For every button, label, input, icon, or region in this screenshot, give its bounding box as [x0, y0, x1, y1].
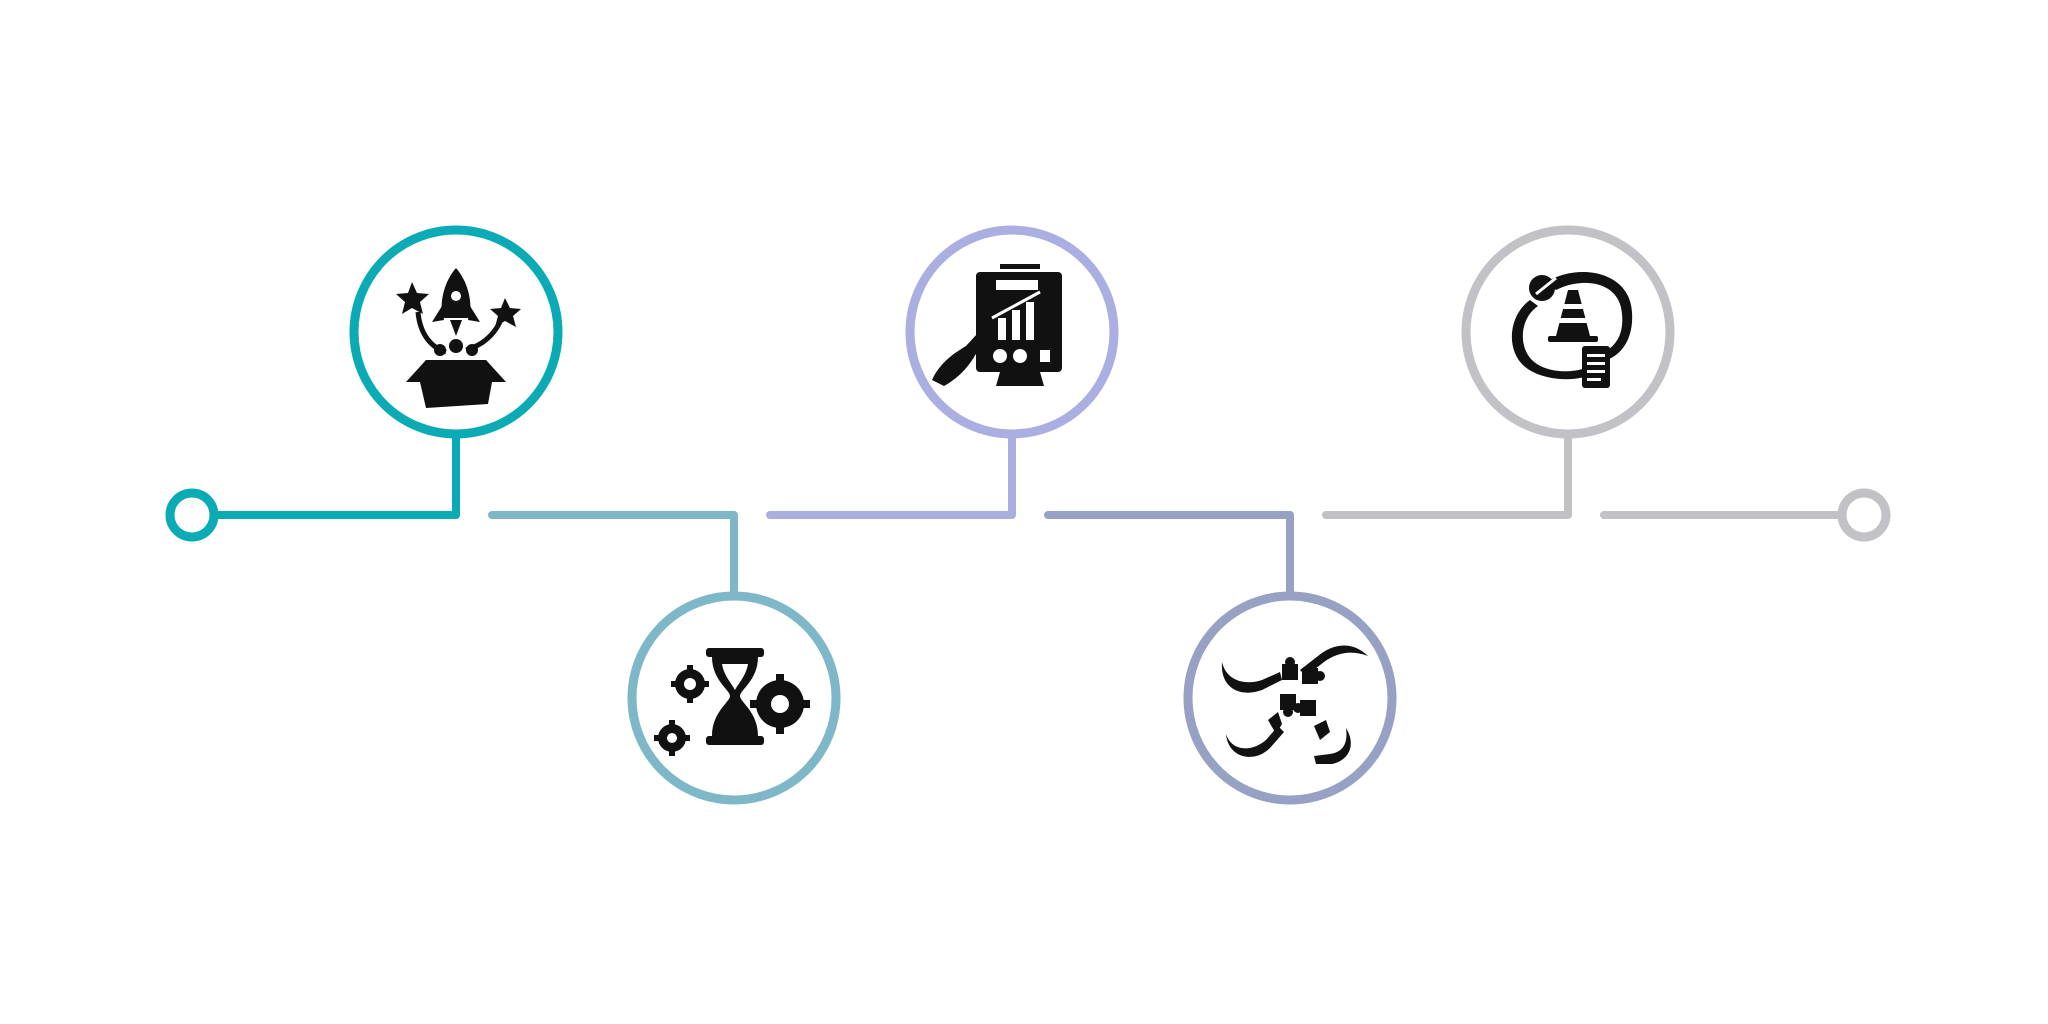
- timeline-start-node: [165, 488, 219, 542]
- step-3-connector: [766, 430, 1016, 519]
- timeline-step-5: [1322, 225, 1675, 519]
- step-1-connector: [212, 430, 460, 519]
- hands-puzzle-pieces-icon: [1221, 645, 1368, 764]
- step-5-connector: [1322, 430, 1572, 519]
- timeline-step-4: [1044, 511, 1397, 805]
- timeline-step-1: [212, 225, 563, 519]
- hourglass-gears-icon: [654, 648, 810, 756]
- step-4-connector: [1044, 511, 1294, 600]
- presentation-chart-board-icon: [932, 264, 1062, 386]
- timeline-end-node: [1837, 488, 1891, 542]
- step-2-connector: [488, 511, 738, 600]
- rocket-launch-box-icon: [396, 268, 521, 408]
- timeline-step-3: [766, 225, 1119, 519]
- risk-cycle-cone-icon: [1511, 272, 1633, 388]
- timeline-step-2: [488, 511, 841, 805]
